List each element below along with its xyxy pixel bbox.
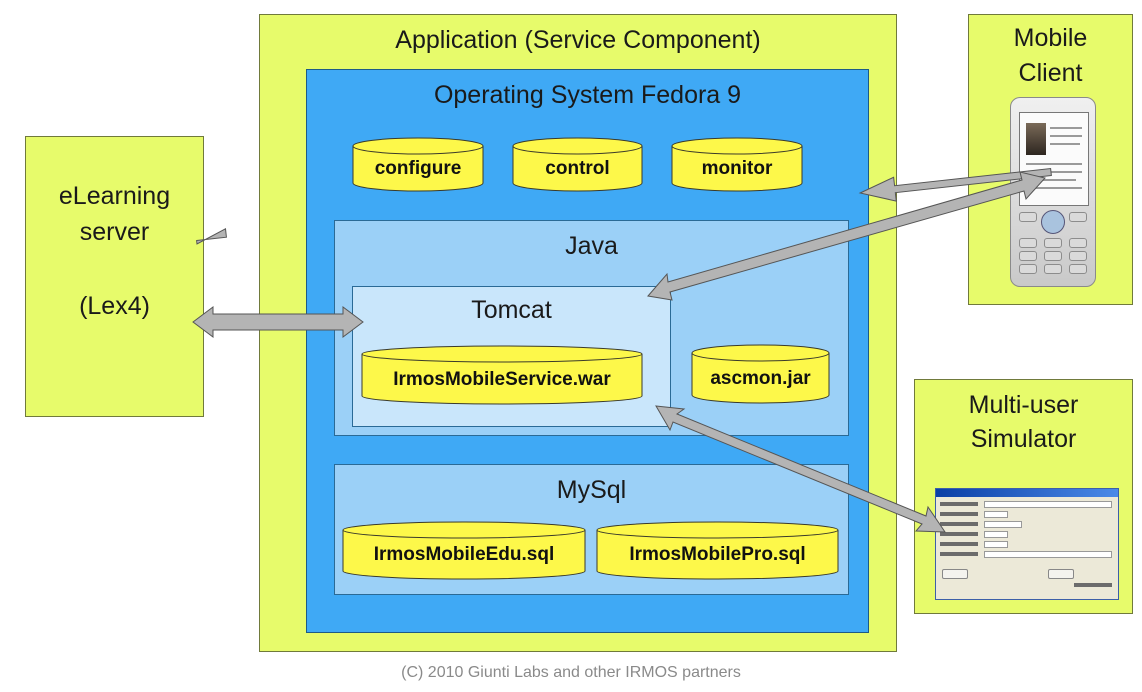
form-label — [940, 502, 978, 506]
text-line — [1026, 163, 1082, 165]
mobile-line1: Mobile — [1013, 24, 1088, 52]
simulator-line1: Multi-user — [968, 391, 1079, 419]
os-title: Operating System Fedora 9 — [433, 81, 742, 109]
elearning-line3: (Lex4) — [79, 292, 150, 320]
copyright-footer: (C) 2010 Giunti Labs and other IRMOS par… — [401, 664, 741, 681]
simulator-line2: Simulator — [970, 425, 1077, 453]
key-icon — [1069, 251, 1087, 261]
cylinder-shape — [596, 521, 839, 580]
cylinder-shape — [671, 137, 803, 192]
edu-db-cylinder: IrmosMobileEdu.sql — [342, 521, 586, 580]
form-field — [984, 531, 1008, 538]
form-label — [940, 532, 978, 536]
control-cylinder: control — [512, 137, 643, 192]
configure-label: configure — [374, 158, 462, 179]
war-cylinder: IrmosMobileService.war — [361, 345, 643, 405]
elearning-line1: eLearning — [58, 182, 171, 210]
key-icon — [1019, 212, 1037, 222]
text-line — [1026, 171, 1082, 173]
application-title: Application (Service Component) — [395, 26, 761, 54]
form-label — [940, 522, 978, 526]
cylinder-shape — [361, 345, 643, 405]
form-label — [940, 552, 978, 556]
key-icon — [1019, 264, 1037, 274]
arrow-tomcat-simulator — [655, 405, 946, 533]
status-text — [1074, 583, 1112, 587]
control-label: control — [545, 158, 610, 179]
phone-screen — [1019, 112, 1089, 206]
arrow-elearning-tomcat — [192, 306, 364, 338]
key-icon — [1069, 264, 1087, 274]
ascmon-label: ascmon.jar — [710, 368, 811, 389]
text-line — [1050, 135, 1082, 137]
key-icon — [1069, 238, 1087, 248]
clear-button-image — [1048, 569, 1074, 579]
text-line — [1050, 127, 1082, 129]
ascmon-cylinder: ascmon.jar — [691, 344, 830, 404]
key-icon — [1044, 238, 1062, 248]
monitor-cylinder: monitor — [671, 137, 803, 192]
form-label — [940, 512, 978, 516]
pro-db-cylinder: IrmosMobilePro.sql — [596, 521, 839, 580]
mysql-title: MySql — [556, 476, 627, 504]
elearning-server-box: eLearning server (Lex4) — [25, 136, 204, 417]
form-label — [940, 542, 978, 546]
cylinder-shape — [352, 137, 484, 192]
text-line — [1050, 143, 1080, 145]
java-title: Java — [565, 232, 618, 260]
cylinder-shape — [691, 344, 830, 404]
key-icon — [1019, 251, 1037, 261]
window-titlebar — [936, 489, 1118, 497]
edu-db-label: IrmosMobileEdu.sql — [373, 544, 555, 565]
key-icon — [1069, 212, 1087, 222]
monitor-label: monitor — [701, 158, 773, 179]
key-icon — [1019, 238, 1037, 248]
key-icon — [1044, 264, 1062, 274]
arrow-mobile-tomcat — [647, 171, 1046, 301]
text-line — [1026, 179, 1076, 181]
cylinder-shape — [342, 521, 586, 580]
war-label: IrmosMobileService.war — [393, 369, 611, 390]
cylinder-shape — [512, 137, 643, 192]
start-button-image — [942, 569, 968, 579]
portrait-image — [1026, 123, 1046, 155]
key-icon — [1044, 251, 1062, 261]
configure-cylinder: configure — [352, 137, 484, 192]
elearning-line2: server — [79, 218, 150, 246]
text-line — [1026, 187, 1082, 189]
form-field — [984, 551, 1112, 558]
pro-db-label: IrmosMobilePro.sql — [629, 544, 806, 565]
mobile-line2: Client — [1018, 59, 1083, 87]
simulator-window-image — [935, 488, 1119, 600]
form-field — [984, 501, 1112, 508]
arrow-mobile-elearning — [196, 167, 1052, 245]
form-field — [984, 521, 1022, 528]
form-field — [984, 511, 1008, 518]
dpad-icon — [1041, 210, 1065, 234]
tomcat-title: Tomcat — [471, 296, 552, 324]
form-field — [984, 541, 1008, 548]
